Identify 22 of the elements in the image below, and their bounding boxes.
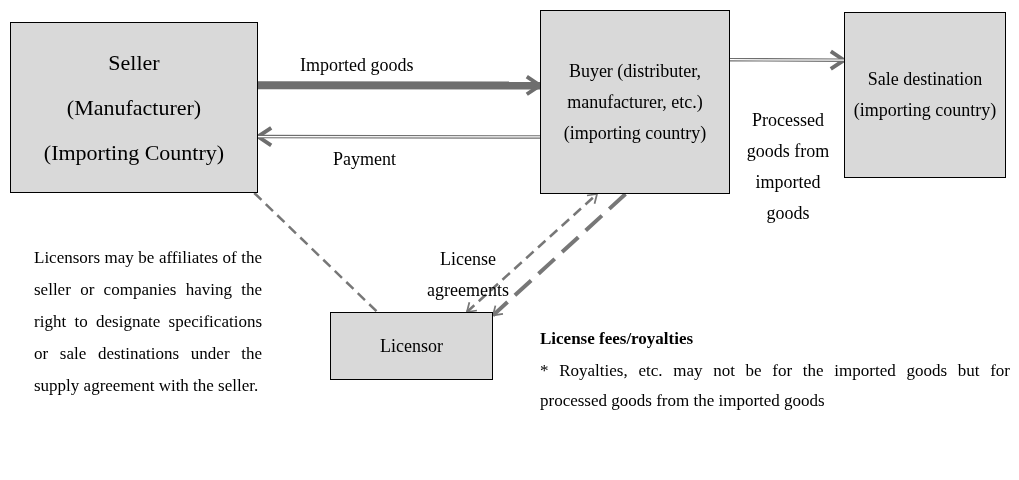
arrow (256, 125, 541, 148)
process-box (844, 12, 1006, 178)
arrow (258, 74, 542, 97)
process-box (330, 312, 493, 380)
arrow (466, 193, 598, 313)
box-label: Buyer (distributer, manufacturer, etc.) (importing country) (562, 59, 708, 145)
edge-label: Payment (333, 148, 396, 171)
edge-label: License agreements (426, 248, 510, 302)
process-box (540, 10, 730, 194)
box-label: Sale destination (importing country) (852, 68, 998, 122)
edge-label: Processed goods from imported goods (745, 109, 831, 225)
edge-label: License fees/royalties (540, 328, 694, 350)
note-text: Licensors may be affiliates of the seller or companies having the right to designate specifications or sale destinations under the supply agreement with the seller. (34, 247, 262, 397)
edge-label: Imported goods (300, 54, 414, 77)
box-label: Seller (108, 49, 160, 77)
note-text: * Royalties, etc. may not be for the imported goods but for processed goods from the imported goods (540, 360, 1010, 412)
box-label: (Manufacturer) (66, 94, 202, 122)
arrow (491, 192, 627, 317)
box-label: Licensor (380, 334, 443, 358)
process-box (10, 22, 258, 193)
box-label: (Importing Country) (43, 139, 225, 167)
arrow (729, 49, 846, 71)
